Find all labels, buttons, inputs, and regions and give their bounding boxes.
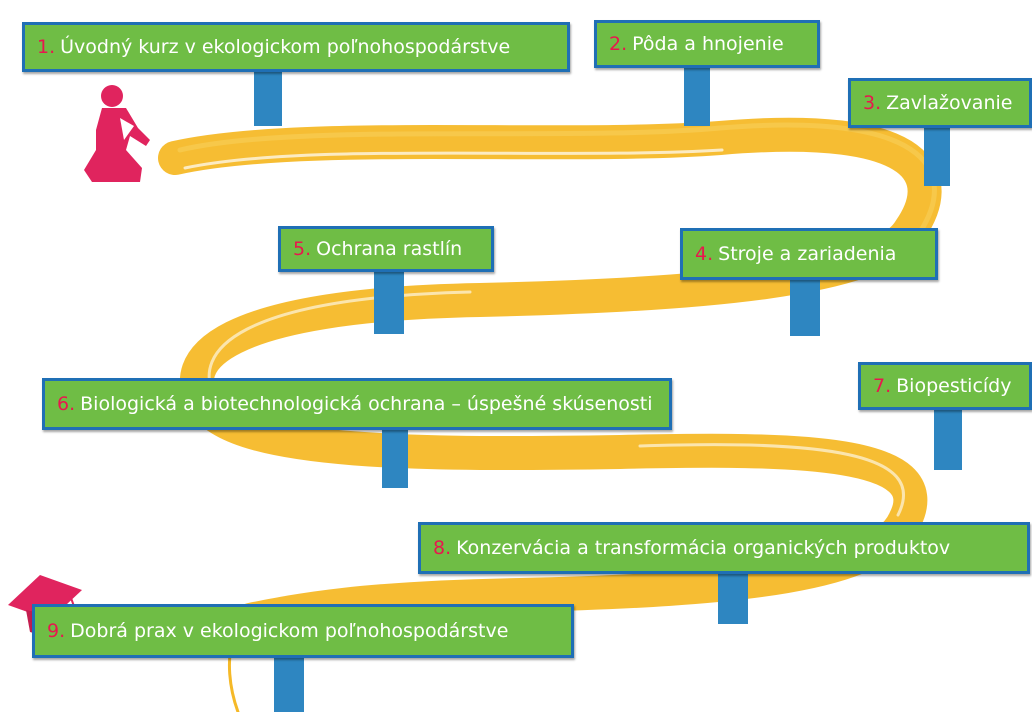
step-number: 9. [47, 619, 66, 642]
sign-post [684, 66, 710, 126]
step-number: 1. [37, 35, 56, 58]
sign-post [934, 404, 962, 470]
step-number: 2. [609, 32, 628, 55]
step-board: 7. Biopesticídy [858, 362, 1032, 410]
step-board: 1. Úvodný kurz v ekologickom poľnohospod… [22, 22, 570, 72]
step-number: 8. [433, 536, 452, 559]
step-board: 4. Stroje a zariadenia [680, 228, 938, 280]
step-number: 5. [293, 237, 312, 260]
sign-post [790, 278, 820, 336]
sign-post [718, 568, 748, 624]
step-label: Biologická a biotechnologická ochrana – … [80, 392, 653, 415]
sign-post [254, 70, 282, 126]
step-board: 3. Zavlažovanie [848, 78, 1032, 128]
step-label: Úvodný kurz v ekologickom poľnohospodárs… [60, 35, 511, 58]
step-label: Stroje a zariadenia [718, 242, 897, 265]
crouching-person-icon [84, 85, 150, 182]
sign-post [924, 126, 950, 186]
step-label: Konzervácia a transformácia organických … [456, 536, 951, 559]
step-board: 5. Ochrana rastlín [278, 226, 494, 272]
step-label: Zavlažovanie [886, 91, 1013, 114]
step-number: 4. [695, 242, 714, 265]
sign-post [274, 654, 304, 712]
step-board: 8. Konzervácia a transformácia organický… [418, 522, 1030, 574]
step-label: Dobrá prax v ekologickom poľnohospodárst… [70, 619, 509, 642]
step-label: Pôda a hnojenie [632, 32, 784, 55]
step-board: 9. Dobrá prax v ekologickom poľnohospodá… [32, 604, 574, 658]
sign-post [374, 266, 404, 334]
step-label: Ochrana rastlín [316, 237, 463, 260]
step-label: Biopesticídy [896, 374, 1012, 397]
step-board: 2. Pôda a hnojenie [594, 20, 820, 68]
step-number: 3. [863, 91, 882, 114]
sign-post [382, 424, 408, 488]
step-number: 6. [57, 392, 76, 415]
step-number: 7. [873, 374, 892, 397]
step-board: 6. Biologická a biotechnologická ochrana… [42, 378, 672, 430]
